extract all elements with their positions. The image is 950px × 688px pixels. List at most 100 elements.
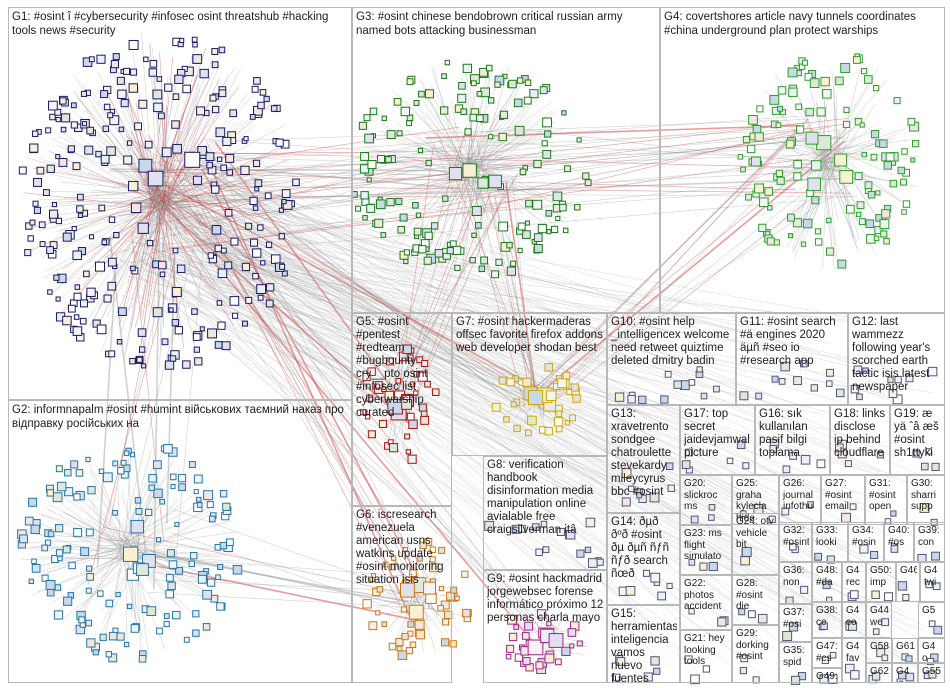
user-node[interactable] — [873, 235, 880, 242]
user-node[interactable] — [454, 595, 460, 601]
user-node[interactable] — [117, 467, 125, 475]
user-node[interactable] — [822, 89, 832, 99]
user-node[interactable] — [174, 521, 180, 527]
user-node[interactable] — [424, 231, 433, 240]
user-node[interactable] — [257, 294, 264, 301]
user-node[interactable] — [278, 233, 285, 240]
user-node[interactable] — [380, 232, 387, 238]
user-node[interactable] — [574, 204, 581, 211]
user-node[interactable] — [216, 602, 225, 611]
user-node[interactable] — [120, 459, 127, 466]
user-node[interactable] — [165, 573, 174, 582]
user-node[interactable] — [161, 338, 169, 346]
user-node[interactable] — [218, 46, 226, 54]
user-node[interactable] — [911, 140, 920, 148]
user-node[interactable] — [31, 564, 41, 573]
user-node[interactable] — [168, 307, 174, 313]
user-node[interactable] — [217, 268, 228, 279]
user-node[interactable] — [152, 460, 162, 470]
user-node[interactable] — [188, 560, 195, 568]
user-node[interactable] — [31, 558, 37, 565]
user-node[interactable] — [46, 246, 54, 254]
user-node[interactable] — [172, 610, 181, 620]
user-node[interactable] — [196, 502, 203, 508]
user-node[interactable] — [533, 159, 542, 169]
user-node[interactable] — [396, 130, 403, 137]
user-node[interactable] — [32, 200, 39, 207]
user-node[interactable] — [87, 486, 96, 495]
user-node[interactable] — [358, 121, 367, 130]
user-node[interactable] — [138, 158, 153, 173]
user-node[interactable] — [221, 341, 231, 351]
user-node[interactable] — [498, 221, 508, 232]
user-node[interactable] — [766, 204, 773, 211]
user-node[interactable] — [859, 122, 865, 128]
user-node[interactable] — [107, 257, 117, 267]
user-node[interactable] — [197, 146, 207, 156]
user-node[interactable] — [128, 83, 139, 93]
user-node[interactable] — [400, 106, 411, 117]
user-node[interactable] — [444, 59, 451, 66]
user-node[interactable] — [73, 527, 83, 537]
user-node[interactable] — [889, 179, 898, 188]
user-node[interactable] — [796, 125, 805, 134]
user-node[interactable] — [193, 489, 199, 495]
user-node[interactable] — [251, 85, 259, 93]
user-node[interactable] — [363, 114, 371, 122]
user-node[interactable] — [98, 468, 105, 475]
user-node[interactable] — [86, 638, 96, 648]
user-node[interactable] — [62, 315, 72, 326]
user-node[interactable] — [82, 121, 88, 127]
user-node[interactable] — [418, 245, 427, 254]
user-node[interactable] — [225, 153, 235, 163]
user-node[interactable] — [249, 113, 256, 120]
user-node[interactable] — [537, 224, 547, 234]
user-node[interactable] — [99, 633, 107, 641]
user-node[interactable] — [129, 68, 138, 76]
user-node[interactable] — [49, 113, 56, 121]
user-node[interactable] — [167, 581, 176, 591]
user-node[interactable] — [403, 249, 410, 256]
user-node[interactable] — [199, 68, 209, 79]
user-node[interactable] — [811, 196, 820, 205]
user-node[interactable] — [279, 263, 286, 270]
user-node[interactable] — [25, 222, 33, 230]
user-node[interactable] — [264, 192, 272, 200]
user-node[interactable] — [123, 155, 133, 165]
user-node[interactable] — [18, 166, 27, 175]
user-node[interactable] — [542, 149, 552, 159]
user-node[interactable] — [281, 189, 291, 198]
user-node[interactable] — [216, 156, 223, 162]
user-node[interactable] — [491, 270, 500, 279]
user-node[interactable] — [469, 256, 476, 264]
user-node[interactable] — [386, 197, 395, 207]
user-node[interactable] — [519, 168, 527, 176]
user-node[interactable] — [158, 112, 165, 120]
user-node[interactable] — [460, 108, 468, 116]
user-node[interactable] — [756, 105, 764, 113]
user-node[interactable] — [92, 319, 101, 328]
user-node[interactable] — [487, 97, 495, 104]
user-node[interactable] — [149, 59, 158, 68]
user-node[interactable] — [217, 321, 226, 330]
user-node[interactable] — [161, 147, 172, 158]
user-node[interactable] — [883, 237, 890, 245]
user-node[interactable] — [116, 339, 123, 345]
user-node[interactable] — [224, 208, 233, 217]
user-node[interactable] — [265, 241, 273, 248]
user-node[interactable] — [80, 547, 90, 557]
user-node[interactable] — [75, 469, 84, 477]
user-node[interactable] — [211, 48, 219, 55]
user-node[interactable] — [525, 199, 533, 208]
user-node[interactable] — [842, 120, 851, 129]
user-node[interactable] — [86, 565, 93, 572]
user-node[interactable] — [108, 653, 118, 663]
user-node[interactable] — [861, 151, 868, 158]
user-node[interactable] — [19, 534, 28, 544]
user-node[interactable] — [108, 350, 116, 358]
user-node[interactable] — [879, 219, 890, 229]
user-node[interactable] — [480, 256, 489, 265]
user-node[interactable] — [146, 606, 157, 616]
user-node[interactable] — [86, 126, 94, 135]
user-node[interactable] — [174, 74, 184, 84]
